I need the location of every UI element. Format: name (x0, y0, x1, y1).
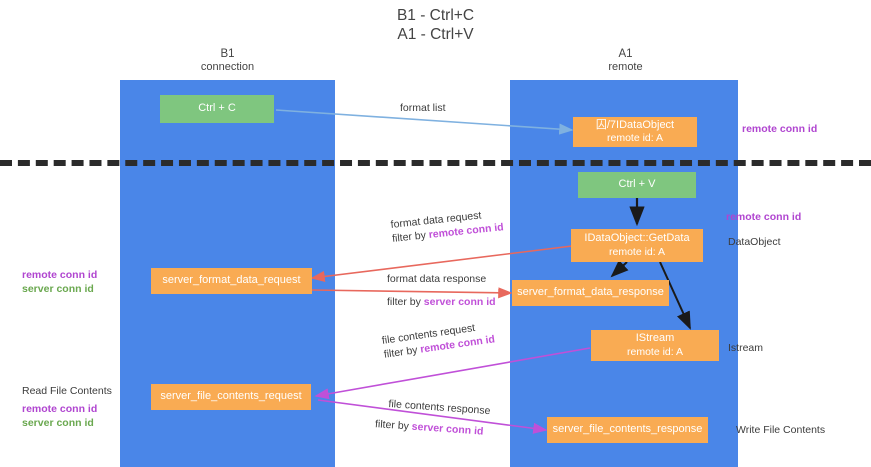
edge-label-format-list: format list (400, 102, 446, 114)
box-ctrl-v[interactable]: Ctrl + V (578, 172, 696, 198)
column-header-a1: A1 remote (548, 48, 703, 74)
title-line-1: B1 - Ctrl+C (396, 7, 475, 24)
edge-label-format-data-response-main: format data response (387, 273, 487, 285)
edge-label-format-data-response-filter: filter by server conn id (387, 295, 496, 309)
annotation-remote-conn-id: remote conn id (22, 403, 98, 415)
column-header-b1: B1 connection (150, 48, 305, 74)
box-ctrl-c[interactable]: Ctrl + C (160, 95, 274, 123)
edge-label-file-contents-request: file contents request filter by remote c… (381, 318, 496, 361)
filter-key-server-conn-id: server conn id (411, 420, 484, 438)
filter-prefix: filter by (383, 343, 422, 361)
annotation-right-istream: Istream (728, 342, 764, 354)
column-header-a1-sub: remote (608, 61, 643, 73)
box-server-file-contents-request[interactable]: server_file_contents_request (151, 384, 311, 410)
annotation-text: remote conn id (726, 211, 802, 223)
box-idataobject-line2: remote id: A (606, 132, 664, 144)
box-ctrl-c-label: Ctrl + C (198, 102, 236, 115)
box-server-format-data-response[interactable]: server_format_data_response (512, 280, 669, 306)
edge-label-format-data-response: format data response filter by server co… (387, 272, 496, 309)
box-server-file-contents-response[interactable]: server_file_contents_response (547, 417, 708, 443)
annotation-text: Read File Contents (22, 385, 112, 397)
column-header-a1-name: A1 (618, 48, 633, 60)
annotation-left-conn-ids-top: remote conn id server conn id (22, 269, 97, 296)
annotation-left-read-file-contents: Read File Contents (22, 385, 112, 399)
filter-key-server-conn-id: server conn id (423, 296, 496, 308)
box-istream-line1: IStream (635, 332, 675, 344)
box-getdata[interactable]: IDataObject::GetData remote id: A (571, 229, 703, 262)
annotation-server-conn-id: server conn id (22, 416, 94, 429)
annotation-right-remote-conn-id-mid: remote conn id (726, 211, 801, 225)
page-title: B1 - Ctrl+C A1 - Ctrl+V (0, 6, 871, 44)
box-server-format-data-response-label: server_format_data_response (517, 286, 664, 299)
annotation-right-dataobject: DataObject (728, 236, 781, 248)
title-line-2: A1 - Ctrl+V (397, 26, 474, 43)
filter-prefix: filter by (387, 296, 424, 308)
box-istream-line2: remote id: A (626, 345, 684, 358)
box-idataobject[interactable]: 囚/7IDataObject remote id: A (573, 117, 697, 147)
box-getdata-line2: remote id: A (608, 245, 666, 258)
annotation-server-conn-id: server conn id (22, 282, 94, 295)
edge-label-file-contents-response: file contents response filter by server … (375, 397, 491, 439)
annotation-right-write-file-contents: Write File Contents (736, 424, 826, 436)
edge-label-file-contents-response-main: file contents response (388, 397, 491, 418)
column-header-b1-name: B1 (220, 48, 235, 60)
box-ctrl-v-label: Ctrl + V (618, 178, 656, 191)
box-server-format-data-request[interactable]: server_format_data_request (151, 268, 312, 294)
edge-label-file-contents-response-filter: filter by server conn id (375, 417, 490, 439)
box-idataobject-line1: 囚/7IDataObject (595, 118, 675, 131)
box-server-format-data-request-label: server_format_data_request (162, 274, 301, 287)
annotation-remote-conn-id: remote conn id (22, 269, 98, 281)
box-getdata-line1: IDataObject::GetData (584, 232, 690, 244)
box-server-file-contents-request-label: server_file_contents_request (160, 390, 302, 403)
annotation-text: remote conn id (742, 123, 818, 135)
box-istream[interactable]: IStream remote id: A (591, 330, 719, 361)
annotation-left-conn-ids-bottom: remote conn id server conn id (22, 403, 97, 430)
annotation-right-remote-conn-id-top: remote conn id (742, 123, 817, 137)
filter-prefix: filter by (374, 418, 413, 433)
edge-label-format-data-request: format data request filter by remote con… (390, 206, 504, 246)
column-header-b1-sub: connection (200, 61, 255, 73)
filter-prefix: filter by (391, 229, 430, 245)
box-server-file-contents-response-label: server_file_contents_response (552, 423, 703, 436)
section-divider (0, 160, 871, 166)
